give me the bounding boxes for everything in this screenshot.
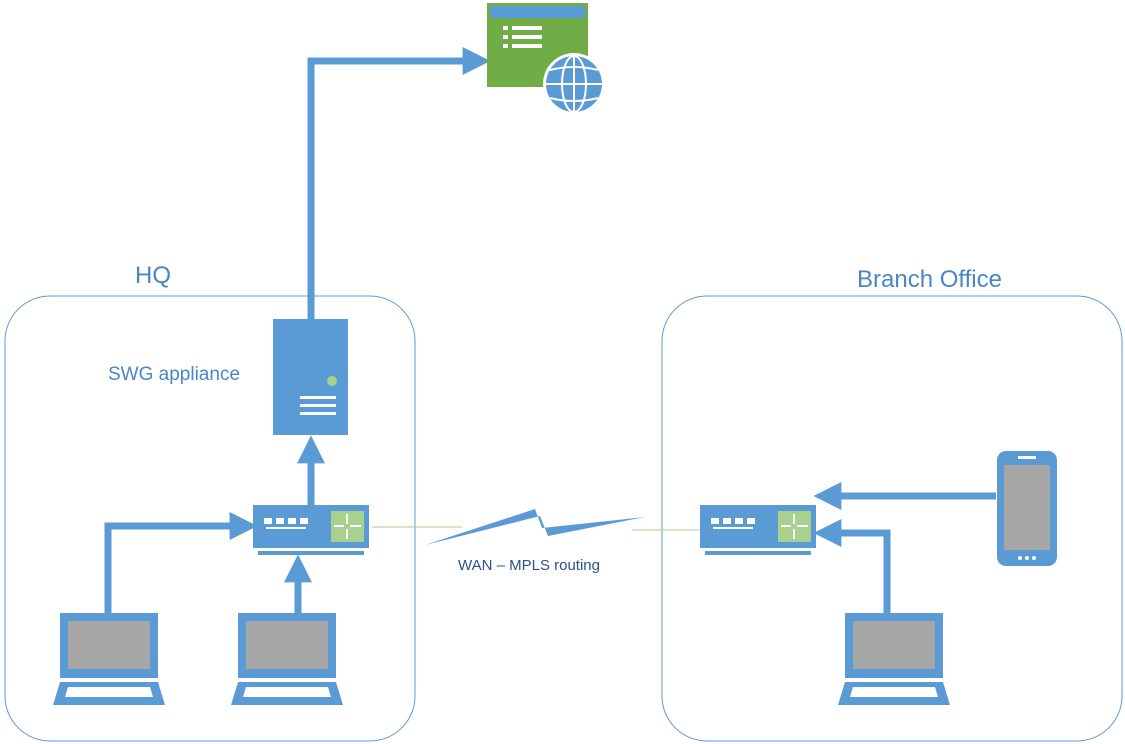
hq-label: HQ [135, 262, 171, 289]
hq-group-box [4, 295, 416, 742]
smartphone-icon [997, 451, 1057, 566]
web-application-globe-icon [487, 3, 605, 115]
laptop-icon [53, 613, 165, 705]
branch-group-box [661, 295, 1123, 742]
wan-label: WAN – MPLS routing [458, 557, 600, 574]
laptop-icon [838, 613, 950, 705]
laptop-icon [231, 613, 343, 705]
swg-label: SWG appliance [108, 364, 240, 385]
wan-link [372, 509, 700, 545]
swg-to-web-arrow [307, 47, 491, 322]
laptop3-to-router-arrow [813, 519, 891, 614]
router-switch-icon [700, 505, 816, 555]
server-icon [273, 319, 348, 435]
router-switch-icon [253, 505, 369, 555]
branch-label: Branch Office [857, 266, 1002, 293]
laptop1-to-router-arrow [104, 512, 258, 614]
lightning-link-icon [425, 509, 645, 545]
